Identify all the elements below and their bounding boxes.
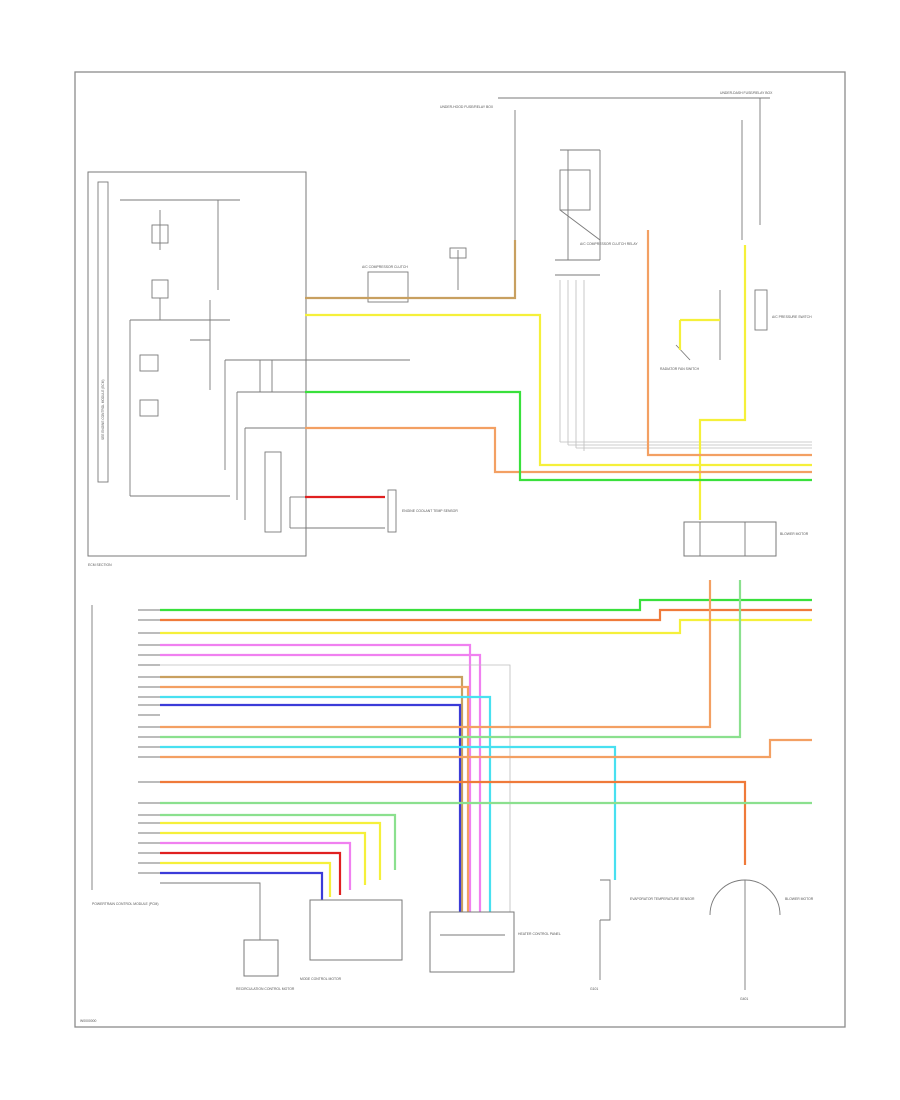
yellow-wires-top bbox=[305, 245, 812, 520]
svg-text:A/C PRESSURE SWITCH: A/C PRESSURE SWITCH bbox=[772, 315, 812, 319]
blower-relay-box bbox=[683, 521, 777, 557]
ecm-inner-box bbox=[97, 181, 109, 483]
svg-text:G101: G101 bbox=[590, 987, 598, 991]
svg-text:EVAPORATOR TEMPERATURE SENSOR: EVAPORATOR TEMPERATURE SENSOR bbox=[630, 897, 695, 901]
ecm-box bbox=[87, 171, 307, 557]
ecm-vertical-label: SEE ENGINE CONTROL MODULE (ECM) bbox=[101, 380, 105, 440]
recirc-motor-label: RECIRCULATION CONTROL MOTOR bbox=[236, 987, 295, 991]
blower-motor: BLOWER MOTOR G401 bbox=[709, 879, 814, 1001]
green-wire-top bbox=[305, 390, 812, 482]
relay-area: A/C COMPRESSOR CLUTCH RELAY bbox=[555, 242, 812, 451]
svg-text:A/C COMPRESSOR CLUTCH RELAY: A/C COMPRESSOR CLUTCH RELAY bbox=[580, 242, 638, 246]
blower-relay-label: BLOWER MOTOR bbox=[780, 532, 809, 536]
fuse-connector bbox=[367, 271, 409, 303]
ecm-caption: ECM SECTION bbox=[88, 563, 112, 567]
top-fuse-boxes: UNDER-HOOD FUSE/RELAY BOX UNDER-DASH FUS… bbox=[440, 91, 773, 260]
heater-control-panel bbox=[429, 911, 515, 973]
ecm-internals bbox=[120, 199, 305, 533]
fuse-connector-label: A/C COMPRESSOR CLUTCH bbox=[362, 265, 408, 269]
svg-text:G401: G401 bbox=[740, 997, 748, 1001]
diagram-frame bbox=[74, 71, 846, 1028]
red-wire-connector bbox=[387, 489, 397, 533]
svg-text:BLOWER MOTOR: BLOWER MOTOR bbox=[785, 897, 814, 901]
svg-text:UNDER-HOOD FUSE/RELAY BOX: UNDER-HOOD FUSE/RELAY BOX bbox=[440, 105, 494, 109]
evap-sensor: EVAPORATOR TEMPERATURE SENSOR G101 bbox=[590, 879, 695, 991]
footer-code: W0000000 bbox=[80, 1019, 97, 1023]
heater-control-label: HEATER CONTROL PANEL bbox=[518, 932, 561, 936]
pcm-pin-labels bbox=[138, 609, 160, 874]
svg-text:RADIATOR FAN SWITCH: RADIATOR FAN SWITCH bbox=[660, 367, 700, 371]
recirc-motor-box bbox=[243, 939, 279, 977]
pressure-switch: A/C PRESSURE SWITCH RADIATOR FAN SWITCH bbox=[660, 289, 812, 371]
svg-text:UNDER-DASH FUSE/RELAY BOX: UNDER-DASH FUSE/RELAY BOX bbox=[720, 91, 773, 95]
mode-control-label: MODE CONTROL MOTOR bbox=[300, 977, 342, 981]
pcm-wires bbox=[160, 580, 812, 940]
pcm-caption: POWERTRAIN CONTROL MODULE (PCM) bbox=[92, 902, 159, 906]
sensor-label-top: ENGINE COOLANT TEMP SENSOR bbox=[402, 509, 458, 513]
orange-wires-top bbox=[305, 230, 812, 474]
mode-control-box bbox=[309, 899, 403, 961]
